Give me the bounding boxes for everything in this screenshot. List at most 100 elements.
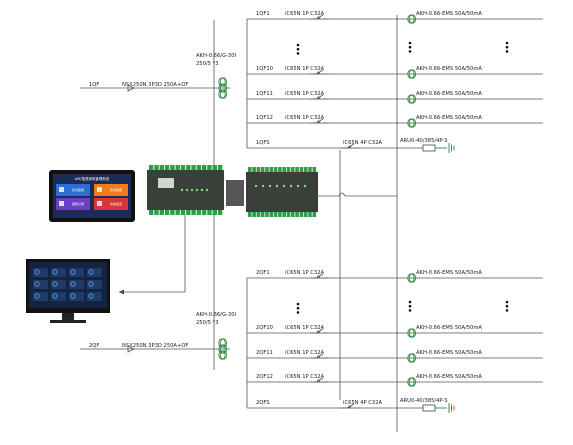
sensor-ring-inner bbox=[219, 77, 228, 87]
terminal-block bbox=[159, 165, 164, 170]
terminal-block bbox=[256, 167, 261, 172]
terminal-block bbox=[186, 210, 191, 215]
surge-protector-icon bbox=[422, 404, 436, 412]
branch-breaker-label: iC65N 1P C32A bbox=[285, 325, 324, 331]
ct-label: AKH-0.66/G-30I bbox=[196, 53, 237, 59]
breaker-cross bbox=[317, 71, 321, 75]
dashboard-panel bbox=[51, 280, 66, 289]
spd-breaker-label: iC65N 4P C32A bbox=[343, 400, 382, 406]
terminal-block bbox=[286, 167, 291, 172]
terminal-block bbox=[299, 212, 304, 217]
tile-icon bbox=[97, 201, 102, 206]
sensor-ring-inner bbox=[408, 328, 417, 338]
branch-sensor-label: AKH-0.66-EMS 50A/50mA bbox=[416, 115, 482, 121]
terminal-block bbox=[180, 165, 186, 170]
terminal-block bbox=[207, 165, 212, 170]
terminal-block bbox=[212, 165, 217, 170]
terminal-block bbox=[217, 165, 223, 170]
dashboard-panel bbox=[33, 292, 48, 301]
breaker-cross bbox=[317, 120, 321, 124]
ellipsis-dot bbox=[408, 300, 412, 304]
terminal-block bbox=[196, 210, 202, 215]
terminal-block bbox=[286, 212, 291, 217]
terminal-block bbox=[273, 212, 278, 217]
status-led bbox=[190, 188, 194, 192]
pc-monitor bbox=[26, 259, 110, 323]
arrow-icon bbox=[119, 289, 124, 295]
expansion-module bbox=[226, 167, 318, 217]
spd-label: ARU0-40/385/4P-S bbox=[400, 398, 448, 404]
ct-ratio-label: 250/5 *3 bbox=[196, 61, 219, 67]
module-body bbox=[147, 170, 224, 210]
continuation-dots bbox=[296, 302, 300, 314]
branch-sensor-label: AKH-0.66-EMS 50A/50mA bbox=[416, 325, 482, 331]
terminal-block bbox=[278, 167, 282, 172]
terminal-block bbox=[269, 167, 274, 172]
surge-protector-icon bbox=[422, 144, 436, 152]
breaker-symbol bbox=[310, 377, 329, 383]
breaker-cross bbox=[317, 355, 321, 359]
sensor-ring-inner bbox=[219, 89, 228, 99]
touchscreen-tile-label: 系统设置 bbox=[110, 201, 122, 206]
breaker-cross bbox=[348, 405, 352, 409]
terminal-block bbox=[303, 167, 308, 172]
residual-sensor-icon bbox=[407, 118, 417, 128]
branch-breaker-label: iC65N 1P C32A bbox=[285, 91, 324, 97]
branch-sensor-label: AKH-0.66-EMS 50A/50mA bbox=[416, 91, 482, 97]
crossover-hop bbox=[338, 192, 346, 197]
terminal-block bbox=[260, 212, 265, 217]
ellipsis-dot bbox=[408, 304, 412, 308]
touchscreen-tile bbox=[94, 184, 128, 196]
ellipsis-dot bbox=[505, 304, 509, 308]
current-transformer-icon bbox=[218, 350, 228, 360]
branch-breaker-label: iC65N 1P C32A bbox=[285, 11, 324, 17]
sensor-ring-inner bbox=[408, 69, 417, 79]
terminal-block bbox=[154, 165, 159, 170]
status-led bbox=[185, 188, 189, 192]
gauge-icon bbox=[88, 281, 94, 287]
terminal-block bbox=[207, 210, 212, 215]
branch-id: 2QF12 bbox=[256, 374, 273, 380]
ellipsis-dot bbox=[296, 43, 300, 47]
branch-id: 2QF10 bbox=[256, 325, 273, 331]
breaker-contact bbox=[310, 353, 329, 359]
ellipsis-dot bbox=[408, 45, 412, 49]
dashboard-panel bbox=[33, 268, 48, 277]
terminal-block bbox=[217, 210, 223, 215]
incomer-id: 1QF bbox=[89, 82, 99, 88]
dashboard-panel bbox=[87, 268, 102, 277]
branch-id: 2QF11 bbox=[256, 350, 273, 356]
branch-sensor-label: AKH-0.66-EMS 50A/50mA bbox=[416, 374, 482, 380]
breaker-symbol bbox=[310, 94, 329, 100]
terminal-block bbox=[164, 165, 170, 170]
terminal-block bbox=[212, 210, 217, 215]
ellipsis-dot bbox=[296, 47, 300, 51]
terminal-block bbox=[299, 167, 304, 172]
breaker-symbol bbox=[341, 143, 360, 149]
status-led bbox=[200, 188, 204, 192]
terminal-block bbox=[256, 212, 261, 217]
breaker-contact bbox=[310, 118, 329, 124]
current-transformer-icon bbox=[218, 344, 228, 354]
residual-sensor-icon bbox=[407, 69, 417, 79]
ellipsis-dot bbox=[505, 41, 509, 45]
gauge-icon bbox=[88, 269, 94, 275]
continuation-dots bbox=[296, 43, 300, 55]
breaker-symbol bbox=[341, 403, 360, 409]
breaker-symbol bbox=[310, 273, 329, 279]
current-transformer-icon bbox=[218, 338, 228, 348]
status-led bbox=[254, 184, 258, 188]
sensor-ring-inner bbox=[408, 353, 417, 363]
terminal-block bbox=[282, 167, 286, 172]
status-led bbox=[268, 184, 272, 188]
continuation-dots bbox=[408, 41, 412, 53]
terminal-block bbox=[180, 210, 186, 215]
terminal-block bbox=[252, 212, 256, 217]
residual-sensor-icon bbox=[407, 14, 417, 24]
branch-id: 1QF12 bbox=[256, 115, 273, 121]
breaker-cross bbox=[317, 379, 321, 383]
ellipsis-dot bbox=[505, 300, 509, 304]
terminal-block bbox=[312, 167, 317, 172]
breaker-cross bbox=[317, 96, 321, 100]
